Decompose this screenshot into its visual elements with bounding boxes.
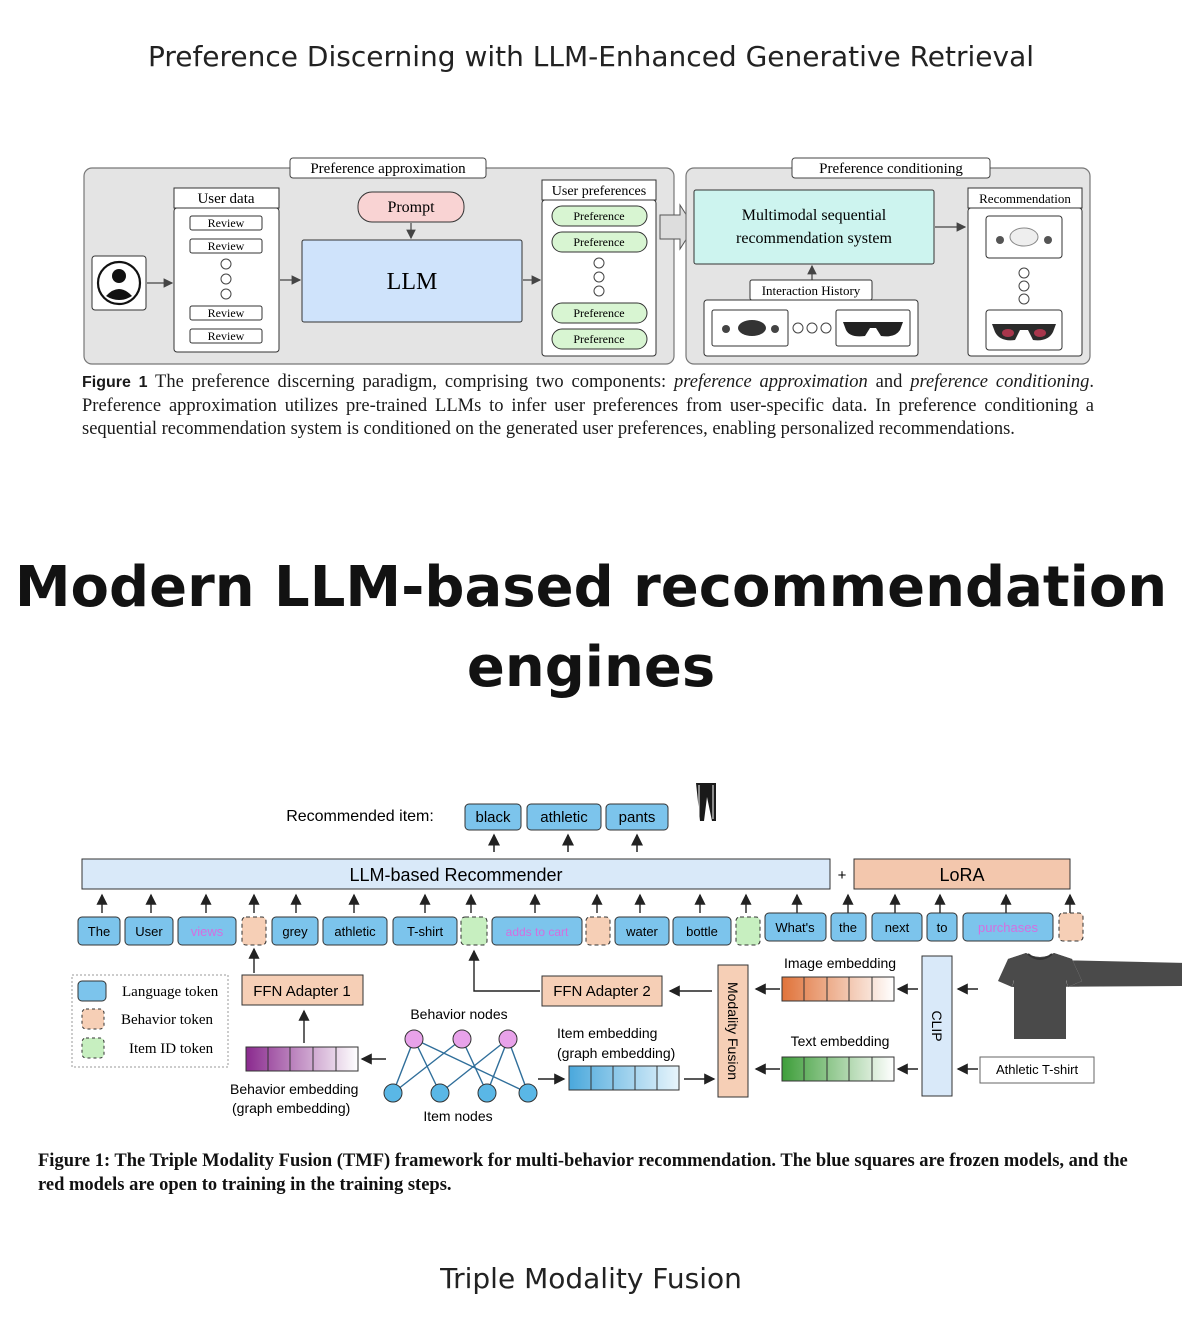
behavior-token-2 xyxy=(585,916,611,946)
figure2-caption: Figure 1: The Triple Modality Fusion (TM… xyxy=(38,1151,1128,1195)
ffn-adapter-2 xyxy=(541,975,663,1007)
output-token-black: black xyxy=(464,803,522,831)
ffn-adapter-1 xyxy=(241,974,364,1006)
svg-text:Modality Fusion: Modality Fusion xyxy=(725,982,741,1080)
text-embedding-bar xyxy=(781,1056,895,1082)
llm-recommender-bar xyxy=(81,858,831,890)
svg-text:pants: pants xyxy=(619,809,656,826)
llm-label: LLM xyxy=(387,269,438,295)
bottom-caption: Triple Modality Fusion xyxy=(440,1262,742,1295)
behavior-embedding-label-2: (graph embedding) xyxy=(232,1100,350,1116)
image-embedding-label: Image embedding xyxy=(784,955,896,971)
page-headline: Modern LLM-based recommendation engines xyxy=(14,555,1168,700)
recommended-item-label: Recommended item: xyxy=(286,808,434,825)
svg-text:FFN Adapter 1: FFN Adapter 1 xyxy=(253,983,351,1000)
svg-text:athletic: athletic xyxy=(334,924,376,939)
item-embedding-label-2: (graph embedding) xyxy=(557,1045,675,1061)
svg-text:Review: Review xyxy=(208,329,245,343)
prompt-box xyxy=(357,191,465,223)
product-text-box xyxy=(979,1056,1095,1084)
preference-discerning-figure: Preference approximation User data Revie… xyxy=(83,157,1091,365)
item-nodes xyxy=(383,1083,538,1103)
output-token-pants: pants xyxy=(605,803,669,831)
user-data-title: User data xyxy=(197,191,254,207)
svg-text:Preference: Preference xyxy=(573,209,624,223)
item-embedding-bar xyxy=(568,1065,680,1091)
tshirt-image xyxy=(998,953,1182,1039)
llm-recommender-label: LLM-based Recommender xyxy=(349,865,562,885)
modality-fusion-block xyxy=(717,964,749,1098)
svg-text:T-shirt: T-shirt xyxy=(407,924,444,939)
recommendation-title: Recommendation xyxy=(979,191,1071,206)
svg-text:The: The xyxy=(88,924,110,939)
legend-behavior: Behavior token xyxy=(121,1012,214,1028)
lora-label: LoRA xyxy=(939,865,984,885)
clip-block xyxy=(921,955,953,1097)
svg-text:water: water xyxy=(625,924,658,939)
svg-text:Preference: Preference xyxy=(573,332,624,346)
plus-sign: + xyxy=(838,867,847,884)
item-nodes-label: Item nodes xyxy=(423,1108,492,1124)
svg-text:CLIP: CLIP xyxy=(929,1010,945,1041)
input-token-row: The User views grey athletic T-shirt add… xyxy=(77,912,1084,946)
svg-text:Review: Review xyxy=(208,216,245,230)
user-avatar-icon xyxy=(96,260,142,306)
svg-text:the: the xyxy=(839,920,857,935)
svg-text:What's: What's xyxy=(775,920,815,935)
legend-language: Language token xyxy=(122,984,219,1000)
preference-items: Preference Preference Preference Prefere… xyxy=(551,205,648,350)
behavior-nodes xyxy=(404,1029,518,1049)
itemid-token-1 xyxy=(460,916,488,946)
behavior-embedding-label-1: Behavior embedding xyxy=(230,1081,358,1097)
figure1-caption: Figure 1 The preference discerning parad… xyxy=(82,372,1094,439)
behavior-token-3 xyxy=(1058,912,1084,942)
system-line-2: recommendation system xyxy=(736,230,893,247)
behavior-nodes-label: Behavior nodes xyxy=(410,1006,507,1022)
svg-text:Review: Review xyxy=(208,239,245,253)
system-line-1: Multimodal sequential xyxy=(742,207,887,224)
section-right-label: Preference conditioning xyxy=(819,161,963,177)
legend-itemid: Item ID token xyxy=(129,1041,214,1057)
svg-text:to: to xyxy=(937,920,948,935)
item-embedding-label-1: Item embedding xyxy=(557,1025,657,1041)
svg-text:User: User xyxy=(135,924,163,939)
section-left-tag xyxy=(289,157,487,179)
svg-text:black: black xyxy=(475,809,511,826)
svg-text:Preference: Preference xyxy=(573,235,624,249)
review-items: Review Review Review Review xyxy=(189,215,263,344)
svg-text:Review: Review xyxy=(208,306,245,320)
product-text: Athletic T-shirt xyxy=(996,1062,1079,1077)
svg-text:athletic: athletic xyxy=(540,809,588,826)
user-preferences-title: User preferences xyxy=(552,184,646,199)
itemid-token-2 xyxy=(735,916,761,946)
graph-edges xyxy=(392,1038,529,1094)
svg-text:Preference: Preference xyxy=(573,306,624,320)
top-caption: Preference Discerning with LLM-Enhanced … xyxy=(147,40,1035,73)
svg-text:adds to cart: adds to cart xyxy=(506,925,569,939)
behavior-token-1 xyxy=(241,916,267,946)
svg-text:purchases: purchases xyxy=(978,920,1038,935)
pants-image xyxy=(696,783,716,821)
interaction-history-label: Interaction History xyxy=(762,283,861,298)
text-embedding-label: Text embedding xyxy=(791,1033,890,1049)
tmf-framework-figure: Recommended item: black athletic pants L… xyxy=(71,783,1182,1124)
llm-box xyxy=(301,239,523,323)
behavior-embedding-bar xyxy=(245,1046,359,1072)
image-embedding-bar xyxy=(781,976,895,1002)
svg-text:next: next xyxy=(885,920,910,935)
output-token-athletic: athletic xyxy=(526,803,602,831)
section-left-label: Preference approximation xyxy=(310,161,466,177)
sequential-system-box xyxy=(693,189,935,265)
svg-text:FFN Adapter 2: FFN Adapter 2 xyxy=(553,983,651,1000)
prompt-label: Prompt xyxy=(387,199,435,216)
svg-text:views: views xyxy=(191,924,224,939)
svg-text:bottle: bottle xyxy=(686,924,718,939)
lora-bar xyxy=(853,858,1071,890)
svg-text:grey: grey xyxy=(282,924,308,939)
